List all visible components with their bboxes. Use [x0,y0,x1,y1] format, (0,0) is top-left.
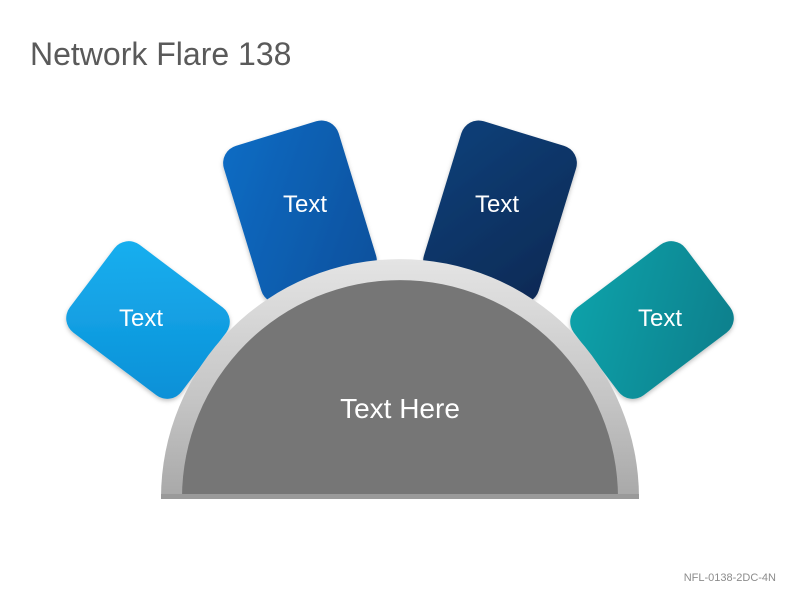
petal-1 [66,241,230,399]
center-semicircle [161,259,639,499]
center-label: Text Here [340,393,460,424]
petal-4 [570,241,734,399]
petal-2-label: Text [283,191,327,218]
petal-2 [223,120,377,304]
petal-3-label: Text [475,191,519,218]
diagram-code: NFL-0138-2DC-4N [683,572,776,584]
page-title: Network Flare 138 [30,36,292,72]
petal-1-label: Text [119,305,163,332]
petal-4-label: Text [638,305,682,332]
petal-3 [423,120,577,304]
